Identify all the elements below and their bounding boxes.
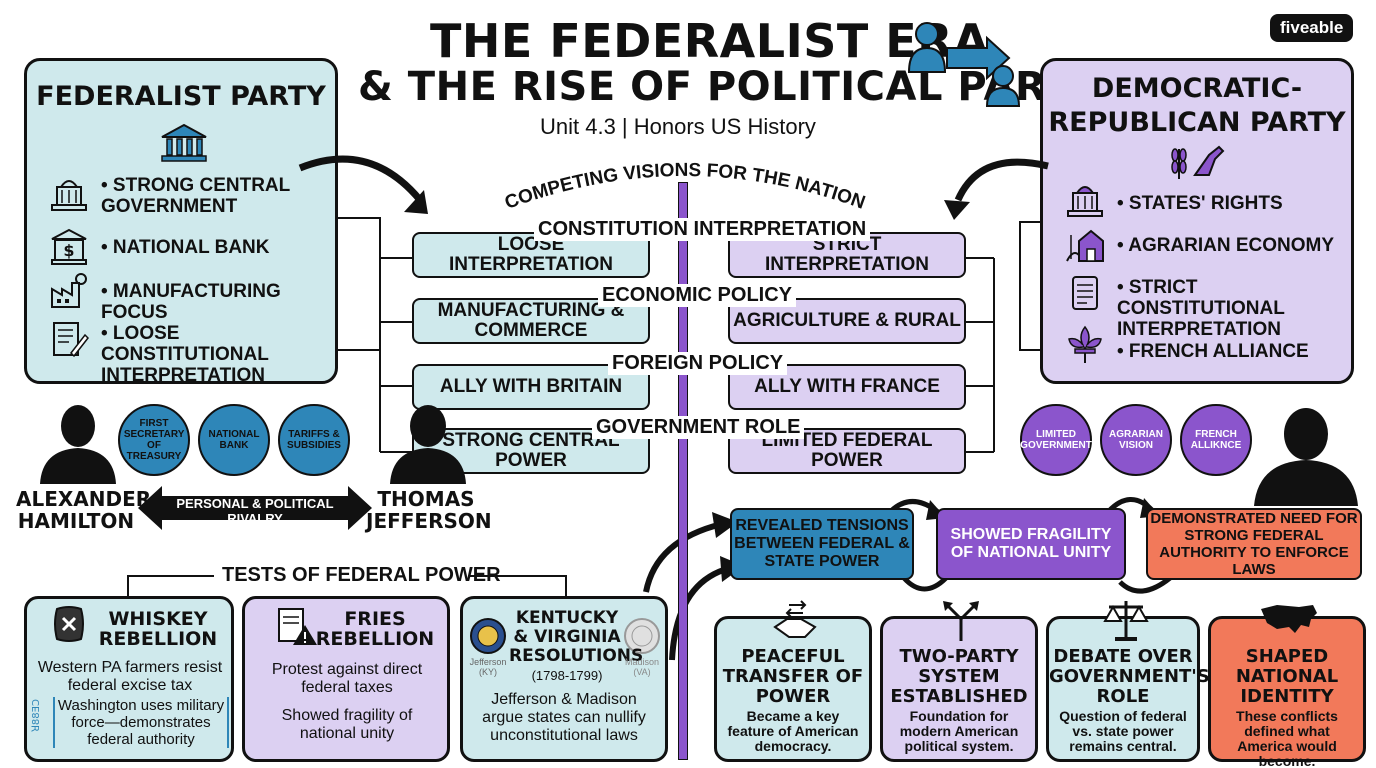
fiveable-logo[interactable]: fiveable <box>1270 14 1354 42</box>
democratic-republican-panel: DEMOCRATIC- REPUBLICAN PARTY • STATES' R… <box>1040 58 1354 384</box>
svg-text:$: $ <box>63 241 74 260</box>
federalist-item-4: • LOOSE CONSTITUTIONAL INTERPRETATION <box>101 323 269 386</box>
federalist-party-panel: FEDERALIST PARTY • STRONG CENTRAL GOVERN… <box>24 58 338 386</box>
capitol-icon <box>51 180 87 211</box>
whiskey-title: WHISKEY REBELLION <box>98 608 218 650</box>
dr-title-line1: DEMOCRATIC- <box>1091 73 1303 104</box>
jefferson-silhouette <box>390 405 466 484</box>
national-bank-icon: $ <box>51 228 87 265</box>
category-economic: ECONOMIC POLICY <box>598 284 797 307</box>
warning-document-icon <box>278 608 317 645</box>
handshake-icon <box>773 600 817 638</box>
fed-foreign-box: ALLY WITH BRITAIN <box>412 364 650 410</box>
legacy2-text: Foundation for modern American political… <box>899 708 1019 754</box>
rivalry-arrow <box>138 486 372 530</box>
virginia-seal-icon <box>624 618 660 654</box>
dr-item-4: • FRENCH ALLIANCE <box>1117 341 1309 362</box>
factory-icon <box>51 273 87 308</box>
federalist-item-3: • MANUFACTURING FOCUS <box>101 281 281 323</box>
fed-economic-box: MANUFACTURING & COMMERCE <box>412 298 650 344</box>
page-subtitle: Unit 4.3 | Honors US History <box>540 114 816 139</box>
legacy-government-role: DEBATE OVER GOVERNMENT'S ROLE Question o… <box>1046 601 1210 762</box>
kentucky-seal-icon <box>470 618 506 654</box>
kv-text: Jefferson & Madison argue states can nul… <box>482 691 646 744</box>
fries-text2: Showed fragility of national unity <box>281 707 413 742</box>
page-title-line1: THE FEDERALIST ERA <box>430 14 990 68</box>
circle-agrarian-vision: AGRARIAN VISION <box>1100 404 1172 476</box>
kv-dates: (1798-1799) <box>531 668 603 683</box>
legacy3-title: DEBATE OVER GOVERNMENT'S ROLE <box>1049 646 1210 707</box>
circle-national-bank: NATIONAL BANK <box>198 404 270 476</box>
hamilton-silhouette <box>40 405 116 484</box>
dr-item-1: • STATES' RIGHTS <box>1117 193 1283 214</box>
legacy-peaceful-transfer: PEACEFUL TRANSFER OF POWER Became a key … <box>714 600 872 762</box>
fries-rebellion-card: FRIES REBELLION Protest against direct f… <box>242 596 450 762</box>
legacy1-text: Became a key feature of American democra… <box>727 708 859 754</box>
fed-constitution-box: LOOSE INTERPRETATION <box>412 232 650 278</box>
hamilton-name: ALEXANDER HAMILTON <box>16 487 152 533</box>
fleur-de-lis-icon <box>1068 325 1102 363</box>
people-transfer-icon <box>907 22 1021 107</box>
circle-limited-government: LIMITED GOVERNMENT <box>1020 404 1092 476</box>
whiskey-text2: Washington uses military force—demonstra… <box>53 697 229 748</box>
legacy1-title: PEACEFUL TRANSFER OF POWER <box>722 646 864 707</box>
jefferson-name: THOMAS JEFFERSON <box>366 487 492 533</box>
circle-french-alliance: FRENCH ALLIKNCE <box>1180 404 1252 476</box>
federalist-item-1: • STRONG CENTRAL GOVERNMENT <box>101 175 290 217</box>
whiskey-side-text: ꓤ88ƎƆ <box>31 699 42 733</box>
kv-title: KENTUCKY & VIRGINIA RESOLUTIONS <box>509 608 644 666</box>
rivalry-label: PERSONAL & POLITICAL RIVALRY <box>176 496 334 526</box>
circle-tariffs: TARIFFS & SUBSIDIES <box>278 404 350 476</box>
capitol-icon-dr <box>1067 186 1103 217</box>
fries-text1: Protest against direct federal taxes <box>271 661 423 696</box>
kv-resolutions-card: KENTUCKY & VIRGINIA RESOLUTIONS (1798-17… <box>460 596 668 762</box>
legacy-national-identity: SHAPED NATIONAL IDENTITY These conflicts… <box>1208 605 1366 768</box>
jefferson-portrait-silhouette <box>1254 408 1358 506</box>
center-divider <box>678 182 688 760</box>
dr-item-3: • STRICT CONSTITUTIONAL INTERPRETATION <box>1117 277 1285 340</box>
federalist-item-2: • NATIONAL BANK <box>101 237 270 258</box>
flow-revealed-tensions: REVEALED TENSIONS BETWEEN FEDERAL & STAT… <box>730 508 914 580</box>
category-constitution: CONSTITUTION INTERPRETATION <box>534 218 871 241</box>
dr-title-line2: REPUBLICAN PARTY <box>1048 107 1346 138</box>
scroll-icon <box>1072 276 1098 310</box>
legacy3-text: Question of federal vs. state power rema… <box>1059 708 1187 754</box>
flow-fragility: SHOWED FRAGILITY OF NATIONAL UNITY <box>936 508 1126 580</box>
flow-need-authority: DEMONSTRATED NEED FOR STRONG FEDERAL AUT… <box>1146 508 1362 580</box>
legacy4-title: SHAPED NATIONAL IDENTITY <box>1235 646 1339 707</box>
fries-title: FRIES REBELLION <box>315 608 435 650</box>
federalist-party-title: FEDERALIST PARTY <box>36 81 326 112</box>
legacy4-text: These conflicts defined what America wou… <box>1236 708 1338 768</box>
kv-seal-left-label: Jefferson (KY) <box>469 657 507 677</box>
dr-item-2: • AGRARIAN ECONOMY <box>1117 235 1335 256</box>
category-foreign: FOREIGN POLICY <box>608 352 788 375</box>
kv-seal-right-label: Madison (VA) <box>624 657 660 677</box>
barrel-icon <box>54 606 84 642</box>
bank-building-icon <box>161 123 207 162</box>
farm-icon <box>1066 229 1104 262</box>
legacy-two-party: TWO-PARTY SYSTEM ESTABLISHED Foundation … <box>880 601 1038 762</box>
legacy2-title: TWO-PARTY SYSTEM ESTABLISHED <box>890 646 1028 707</box>
circle-secretary-treasury: FIRST SECRETARY OF TREASURY <box>118 404 190 476</box>
wheat-plow-icon <box>1171 145 1225 179</box>
scales-icon <box>1103 601 1149 641</box>
tests-heading: TESTS OF FEDERAL POWER <box>222 564 501 586</box>
category-government: GOVERNMENT ROLE <box>592 416 805 439</box>
document-pen-icon <box>53 322 89 358</box>
whiskey-rebellion-card: WHISKEY REBELLION Western PA farmers res… <box>24 596 234 762</box>
whiskey-text1: Western PA farmers resist federal excise… <box>37 659 223 694</box>
usa-map-icon <box>1261 605 1317 633</box>
split-arrow-icon <box>943 601 979 641</box>
